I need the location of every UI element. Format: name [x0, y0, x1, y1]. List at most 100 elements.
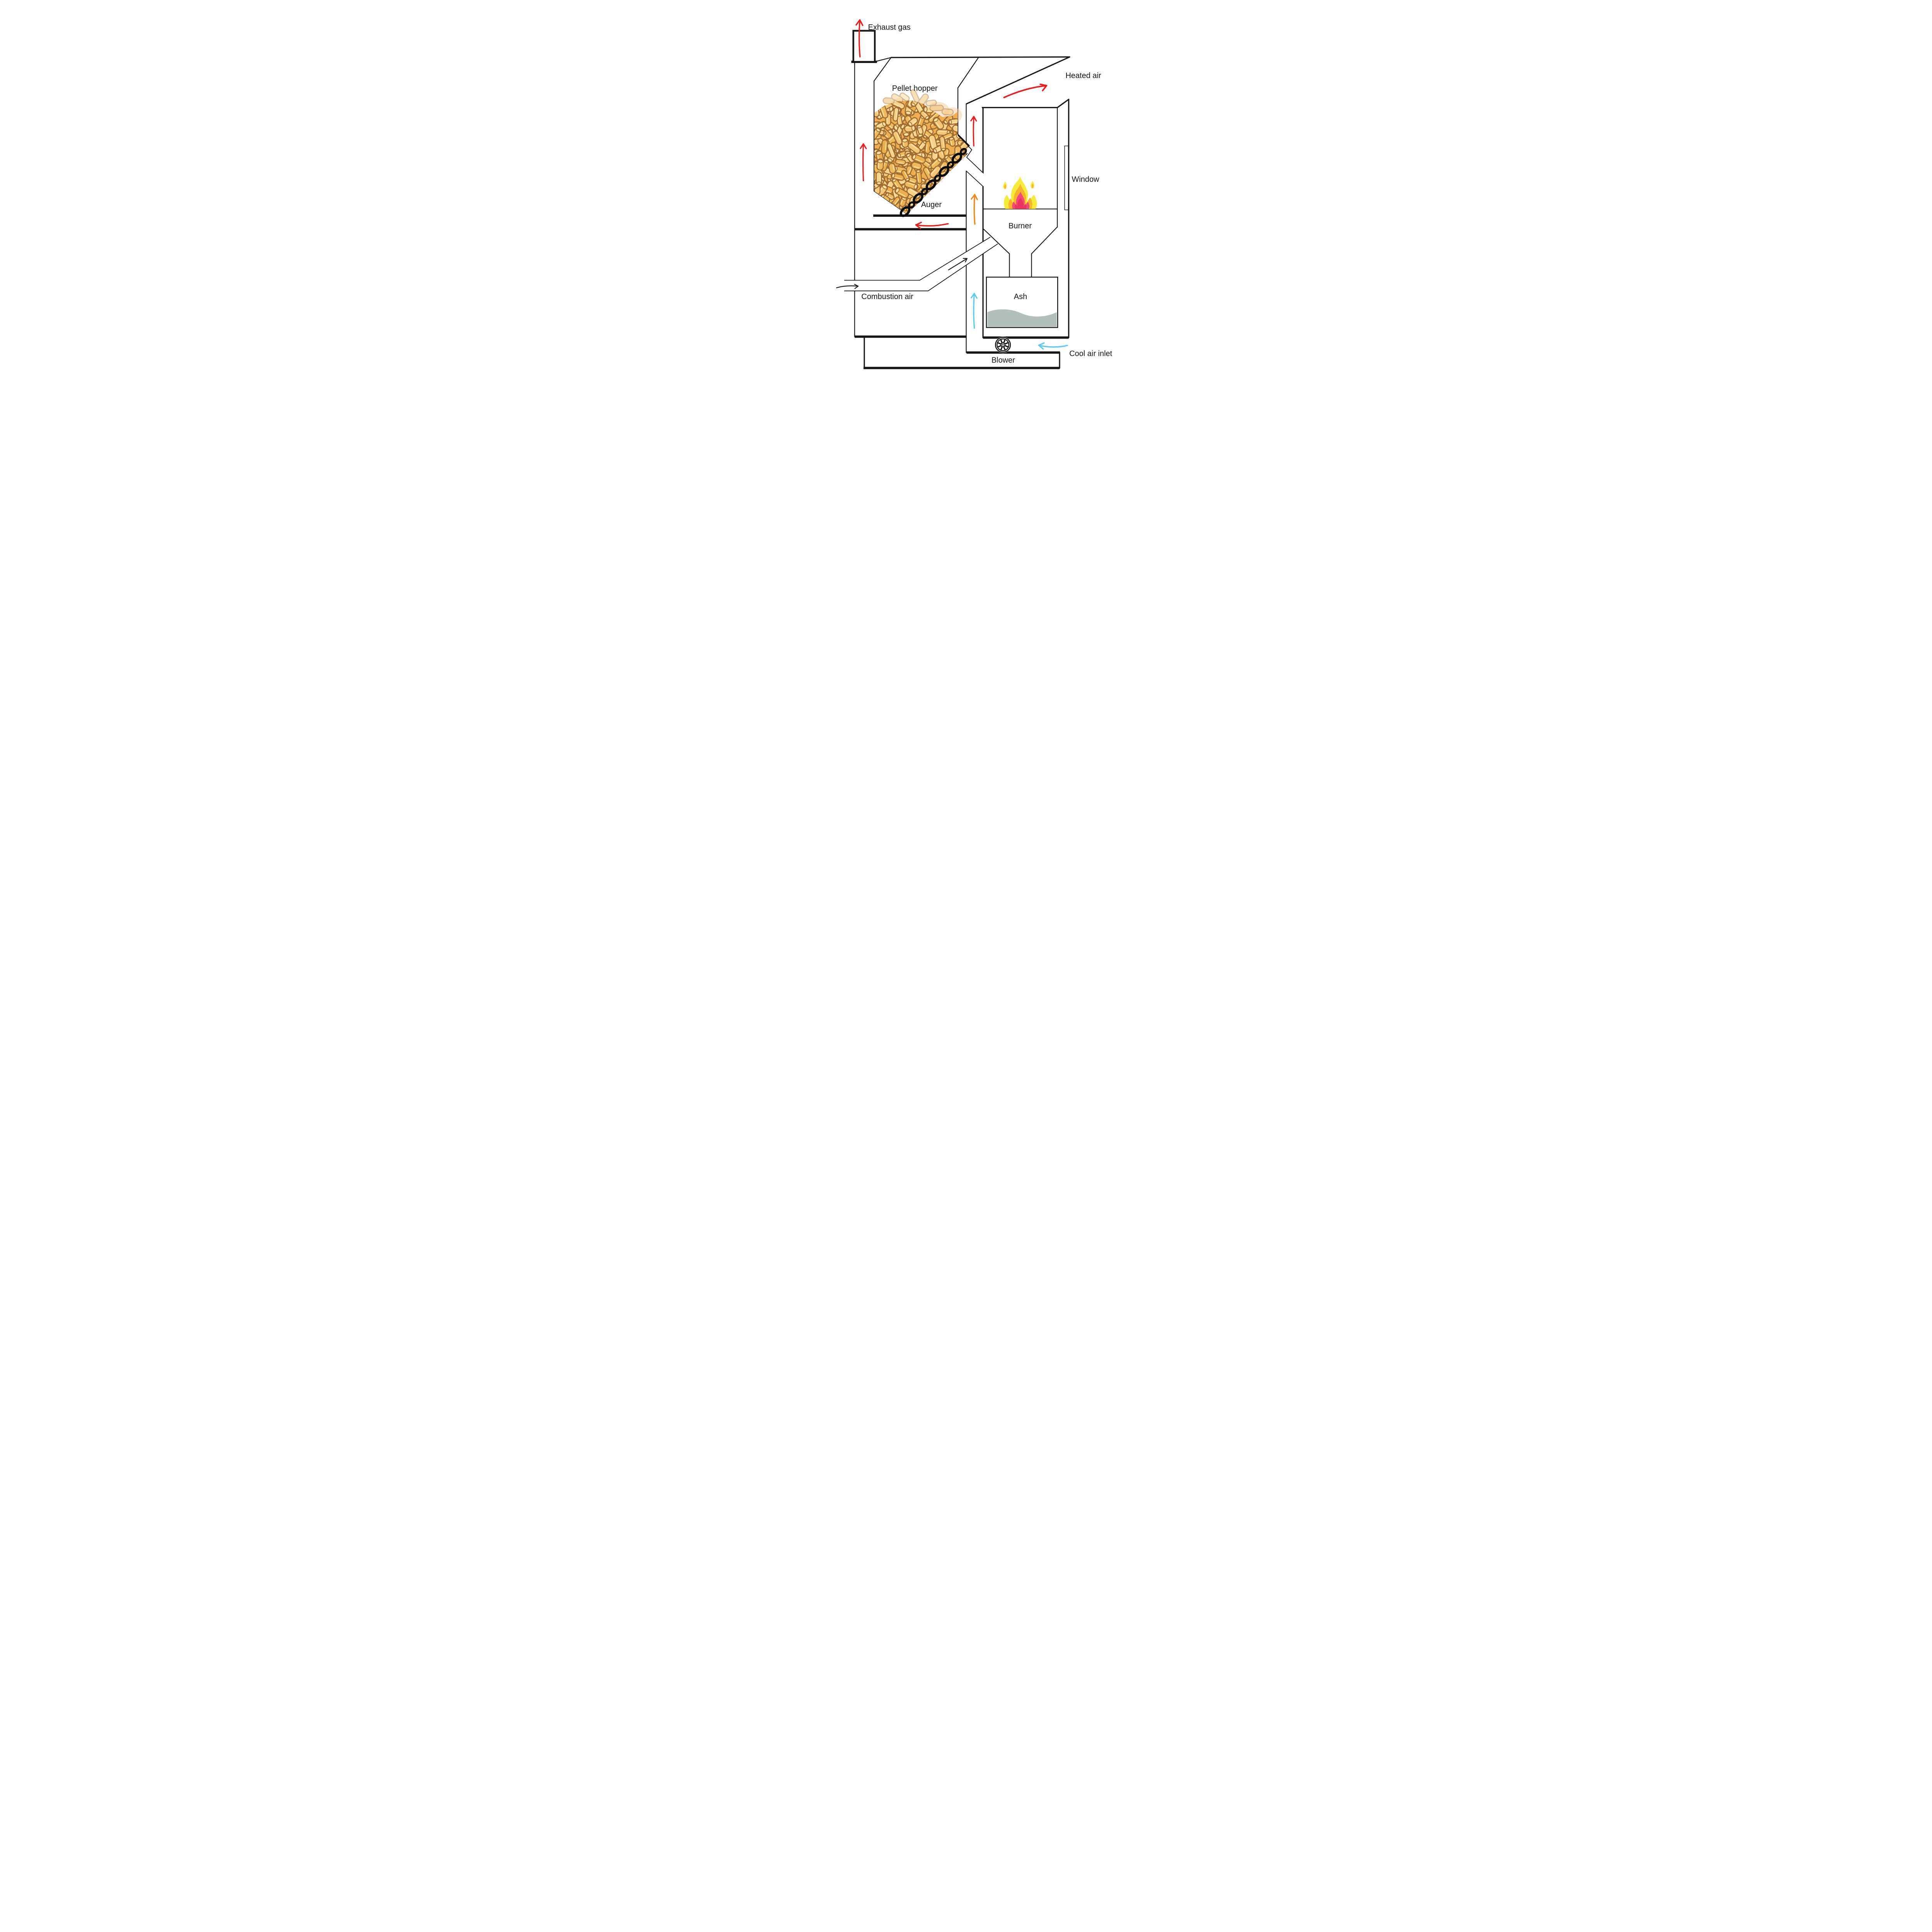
auger-chain-link [921, 188, 928, 195]
combustion-air-arrow [836, 284, 859, 289]
pellet [876, 171, 882, 186]
pellet-pile-top [883, 89, 954, 116]
pellet [911, 153, 926, 164]
window-pane [1064, 145, 1069, 210]
auger-chain-link [960, 148, 967, 155]
exhaust-left-arrow [915, 221, 949, 230]
pellet-hopper-label: Pellet hopper [892, 84, 938, 93]
cool-air-inlet-label: Cool air inlet [1069, 350, 1112, 358]
pellet [891, 173, 905, 181]
roof-diagonal [966, 56, 1070, 105]
pellet [948, 136, 956, 147]
pellet [910, 89, 920, 103]
ash-box [986, 277, 1058, 328]
fan-blade [997, 345, 1002, 348]
fan-blade [1003, 346, 1006, 350]
heated-air-arrow [1003, 83, 1048, 99]
exhaust-gas-arrow-head [855, 19, 864, 26]
auger-duct-arrow [948, 258, 968, 270]
pellet [888, 163, 896, 174]
diagram-labels: Exhaust gas Pellet hopper Heated air Win… [861, 23, 1112, 365]
pellet [874, 106, 880, 117]
combustion-air-label: Combustion air [861, 293, 913, 301]
pellet [939, 136, 946, 152]
pellet [891, 93, 903, 104]
auger-chain-link [900, 206, 911, 217]
pellet [876, 158, 884, 171]
riser-red-arrow-head [970, 116, 977, 122]
pellet [874, 127, 881, 141]
cool-air-arrow [1038, 342, 1068, 350]
pellet [904, 124, 917, 133]
pellet [894, 187, 909, 199]
pellet [918, 94, 929, 106]
pellet [920, 110, 930, 121]
auger-screw-icon [900, 148, 967, 217]
ash-label: Ash [1014, 293, 1027, 301]
auger-label: Auger [921, 201, 942, 209]
pellet [901, 138, 909, 148]
pellet [899, 196, 907, 207]
ash-pile [987, 309, 1057, 327]
pellet [929, 105, 944, 111]
combustion-air-arrow-head [854, 284, 859, 289]
pellet [948, 118, 959, 125]
fan-wheel-icon [995, 337, 1011, 353]
exhaust-gas-arrow [855, 19, 864, 58]
pellet [883, 97, 895, 105]
pellet [930, 157, 942, 169]
pellet [901, 170, 910, 182]
pellet [932, 117, 944, 130]
auger-chain-link [947, 161, 954, 168]
roof-left-slope [874, 57, 892, 63]
window-label: Window [1072, 175, 1100, 184]
fan-blade [997, 342, 1002, 345]
pellet [892, 131, 903, 145]
pellet [895, 159, 906, 165]
auger-chain-link [951, 153, 963, 164]
chimney-cap [852, 30, 876, 63]
combustion-air-duct [844, 236, 998, 291]
pellet [918, 140, 927, 150]
heated-air-label: Heated air [1065, 71, 1101, 80]
fan-blade [1000, 346, 1003, 350]
fan-blade [1000, 339, 1003, 344]
pellet-stove-diagram: Exhaust gas Pellet hopper Heated air Win… [773, 0, 1159, 386]
hopper-left-diagonal [873, 57, 891, 82]
auger-duct-arrow-head [963, 258, 968, 263]
flow-arrows [836, 19, 1068, 350]
pellet [925, 99, 937, 106]
cool-air-arrow-head [1038, 342, 1045, 350]
pellet [941, 108, 954, 116]
fan-blade [1004, 342, 1009, 345]
pellet [881, 139, 888, 154]
pellet [893, 107, 899, 122]
fan-blade [1004, 345, 1009, 347]
diagram-canvas: Exhaust gas Pellet hopper Heated air Win… [773, 0, 1159, 386]
riser-orange-arrow-head [971, 194, 978, 201]
auger-chain-link [913, 193, 923, 204]
auger-chain-link [939, 166, 949, 177]
pellet [917, 124, 924, 135]
burner-label: Burner [1009, 222, 1032, 230]
burner-funnel [983, 226, 1058, 278]
auger-chain-link [934, 174, 941, 182]
riser-orange-arrow [971, 194, 978, 225]
riser-blue-arrow-head [971, 293, 978, 299]
pellet [911, 162, 922, 170]
hopper-right-diagonal [957, 56, 979, 88]
pellet [886, 143, 896, 158]
pellet [907, 117, 918, 127]
exhaust-left-arrow-head [915, 221, 922, 230]
pellet [899, 92, 910, 102]
pellet [920, 183, 931, 189]
fan-blade [1003, 339, 1006, 344]
pellet-pile [874, 100, 968, 214]
auger-chain-link [925, 179, 937, 190]
flue-up-arrow [860, 143, 867, 182]
riser-blue-arrow [971, 293, 978, 329]
riser-red-arrow [970, 116, 977, 147]
pellet [929, 165, 941, 178]
firebox-corner-diagonal [1056, 99, 1070, 109]
flue-up-arrow-head [860, 143, 867, 150]
